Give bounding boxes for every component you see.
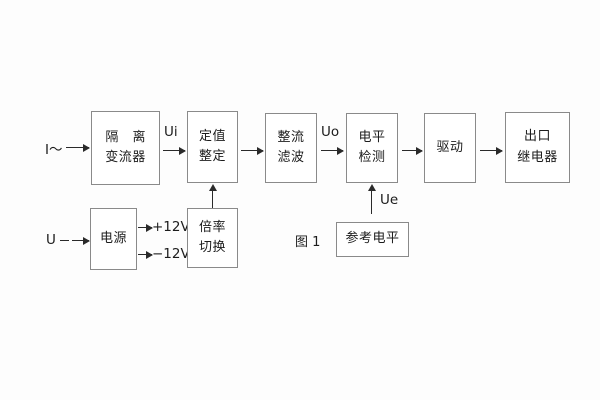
block-multiplier-switch: 倍率 切换 bbox=[187, 208, 238, 268]
block-output-relay: 出口 继电器 bbox=[505, 112, 570, 183]
block-setting-value-line2: 整定 bbox=[198, 149, 226, 164]
arrow-current-to-isolation-ct bbox=[66, 143, 90, 152]
block-isolation-ct: 隔 离 变流器 bbox=[91, 111, 160, 185]
lead-voltage-input bbox=[60, 240, 69, 241]
rail-positive-label: +12V bbox=[152, 219, 190, 235]
signal-uo-label: Uo bbox=[321, 124, 340, 140]
block-rectifier-filter-line2: 滤波 bbox=[277, 150, 305, 165]
block-setting-value: 定值 整定 bbox=[187, 111, 238, 183]
block-drive-line1: 驱动 bbox=[436, 139, 464, 155]
block-isolation-ct-line2: 变流器 bbox=[105, 150, 146, 165]
arrow-voltage-to-power-supply bbox=[72, 236, 90, 245]
voltage-input-label: U bbox=[46, 232, 56, 248]
current-input-label: I～ bbox=[45, 142, 63, 158]
signal-ue-label: Ue bbox=[380, 192, 399, 208]
block-power-supply-line1: 电源 bbox=[99, 230, 127, 246]
block-multiplier-switch-line2: 切换 bbox=[198, 240, 226, 255]
arrow-rectifier-filter-to-level-detect bbox=[321, 146, 344, 155]
signal-ui-label: Ui bbox=[164, 124, 178, 140]
block-rectifier-filter: 整流 滤波 bbox=[265, 113, 317, 183]
figure-caption: 图 1 bbox=[295, 235, 321, 250]
rail-negative-label: −12V bbox=[152, 246, 190, 262]
arrow-level-detect-to-drive bbox=[402, 146, 423, 155]
block-multiplier-switch-line1: 倍率 bbox=[198, 219, 226, 235]
block-level-detect: 电平 检测 bbox=[346, 113, 398, 183]
block-drive: 驱动 bbox=[424, 113, 476, 183]
block-output-relay-line1: 出口 bbox=[523, 129, 551, 145]
arrow-setting-value-to-rectifier-filter bbox=[241, 146, 264, 155]
block-output-relay-line2: 继电器 bbox=[517, 149, 558, 165]
block-rectifier-filter-line1: 整流 bbox=[277, 129, 305, 145]
block-power-supply: 电源 bbox=[90, 208, 137, 270]
block-setting-value-line1: 定值 bbox=[198, 128, 226, 144]
block-reference-level-line1: 参考电平 bbox=[345, 231, 400, 247]
arrow-drive-to-output-relay bbox=[480, 146, 503, 155]
arrow-reference-level-to-level-detect bbox=[367, 184, 376, 214]
block-level-detect-line1: 电平 bbox=[358, 129, 386, 145]
arrow-multiplier-switch-to-setting-value bbox=[208, 184, 217, 208]
block-reference-level: 参考电平 bbox=[336, 222, 409, 257]
arrow-isolation-ct-to-setting-value bbox=[163, 146, 186, 155]
block-isolation-ct-line1: 隔 离 bbox=[105, 129, 151, 145]
arrow-rail-positive bbox=[138, 223, 153, 232]
arrow-rail-negative bbox=[138, 250, 153, 259]
block-level-detect-line2: 检测 bbox=[358, 150, 386, 165]
